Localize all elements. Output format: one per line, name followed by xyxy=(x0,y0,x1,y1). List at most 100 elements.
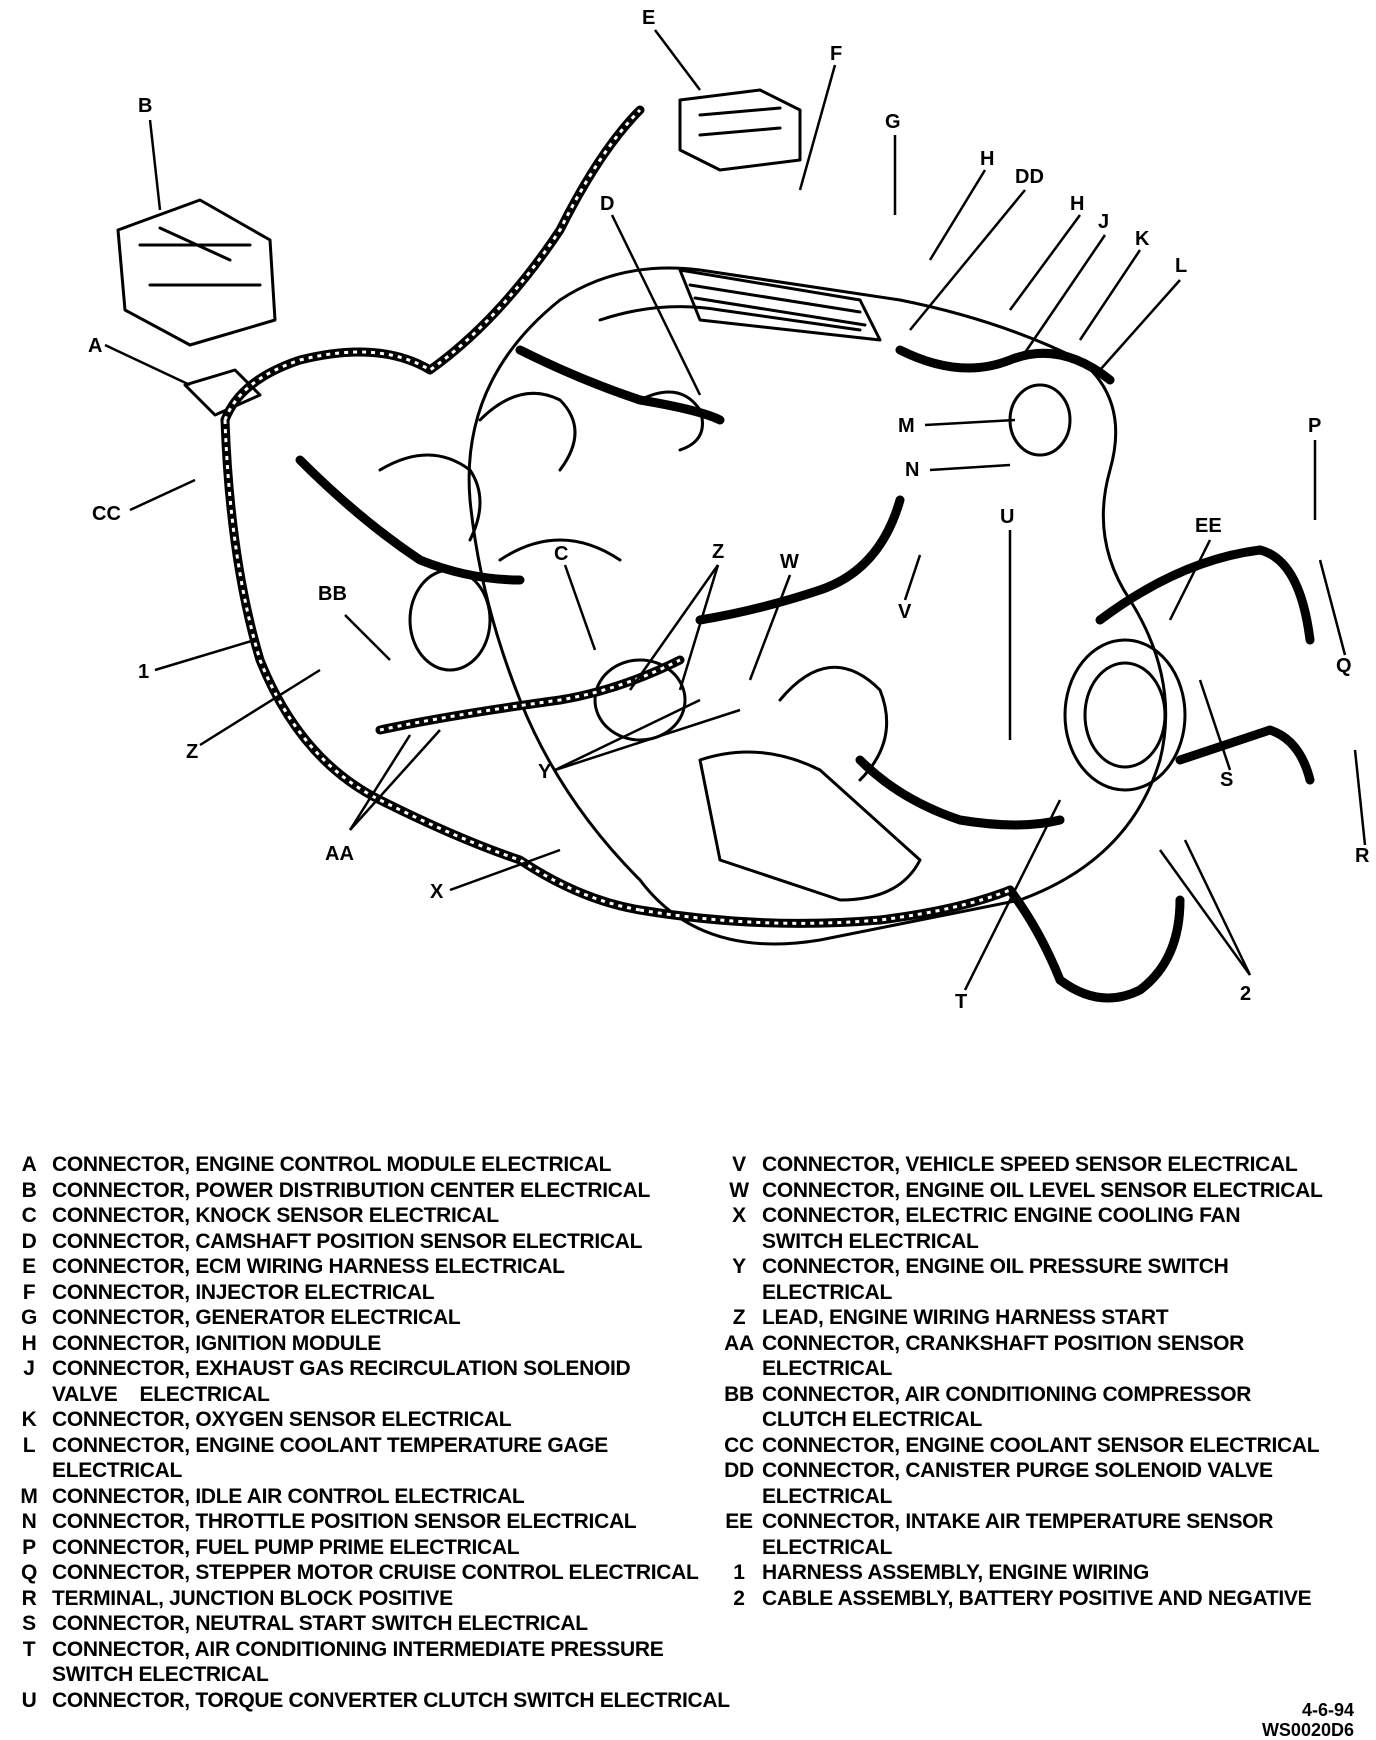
legend-code: B xyxy=(21,1178,37,1202)
callout-1: 1 xyxy=(138,661,149,683)
leader-D xyxy=(610,214,702,396)
leader-Z2a xyxy=(628,564,720,691)
legend-description: CONNECTOR, THROTTLE POSITION SENSOR ELEC… xyxy=(52,1510,637,1533)
legend-description: CONNECTOR, ELECTRIC ENGINE COOLING FAN S… xyxy=(762,1204,1241,1253)
callout-Y: Y xyxy=(538,761,552,783)
legend-description: CONNECTOR, AIR CONDITIONING INTERMEDIATE… xyxy=(52,1637,664,1687)
legend-code: 1 xyxy=(733,1561,745,1584)
leader-Z2b xyxy=(678,564,720,691)
legend-code: U xyxy=(21,1688,37,1712)
legend-description: TERMINAL, JUNCTION BLOCK POSITIVE xyxy=(52,1586,453,1610)
footer-date: 4-6-94 xyxy=(1301,1700,1354,1720)
callout-EE: EE xyxy=(1195,515,1222,537)
callout-T: T xyxy=(955,991,967,1013)
callout-B: B xyxy=(138,95,152,117)
engine-block-outline xyxy=(467,266,1168,946)
legend-code: DD xyxy=(724,1459,754,1482)
legend-code: K xyxy=(21,1408,37,1431)
legend-description: CONNECTOR, ENGINE CONTROL MODULE ELECTRI… xyxy=(52,1153,612,1176)
callout-C: C xyxy=(554,543,568,565)
leader-A xyxy=(104,343,191,387)
legend-description: CONNECTOR, IGNITION MODULE xyxy=(52,1331,381,1355)
callout-BB: BB xyxy=(318,583,347,605)
legend-code: M xyxy=(20,1484,38,1508)
legend-code: BB xyxy=(724,1382,754,1406)
legend-entry: EE CONNECTOR, INTAKE AIR TEMPERATURE SENS… xyxy=(722,1509,1372,1560)
legend-description: CONNECTOR, TORQUE CONVERTER CLUTCH SWITC… xyxy=(52,1688,730,1712)
leader-J xyxy=(1018,234,1107,361)
legend-description: CONNECTOR, CANISTER PURGE SOLENOID VALVE… xyxy=(762,1459,1273,1508)
leader-AA2 xyxy=(349,729,441,831)
ecm-connector xyxy=(183,368,262,417)
leader-W xyxy=(748,574,792,681)
callout-Q: Q xyxy=(1336,655,1352,677)
callout-Z2: Z xyxy=(712,541,724,563)
callout-V: V xyxy=(898,601,912,623)
legend-code: Y xyxy=(732,1255,746,1278)
legend-code: E xyxy=(22,1255,36,1278)
leader-Q xyxy=(1318,559,1347,656)
callout-AA: AA xyxy=(325,843,354,865)
legend-left-column: A CONNECTOR, ENGINE CONTROL MODULE ELECTR… xyxy=(12,1152,732,1713)
legend-code: T xyxy=(22,1637,36,1661)
leader-M xyxy=(924,418,1016,427)
callout-W: W xyxy=(780,551,799,573)
leader-CC xyxy=(129,478,196,512)
legend-entry: P CONNECTOR, FUEL PUMP PRIME ELECTRICAL xyxy=(12,1535,732,1561)
leader-AA1 xyxy=(348,734,412,831)
legend-entry: U CONNECTOR, TORQUE CONVERTER CLUTCH SWIT… xyxy=(12,1688,732,1714)
leader-H2 xyxy=(1008,214,1082,311)
legend-description: CONNECTOR, INJECTOR ELECTRICAL xyxy=(52,1280,435,1304)
legend-description: CONNECTOR, FUEL PUMP PRIME ELECTRICAL xyxy=(52,1535,520,1559)
legend-code: D xyxy=(21,1229,37,1253)
leader-DD xyxy=(909,189,1026,331)
callout-M: M xyxy=(898,415,915,437)
leader-Z1 xyxy=(199,668,321,747)
callout-Z1: Z xyxy=(186,741,198,763)
callout-DD: DD xyxy=(1015,166,1044,188)
legend-code: P xyxy=(22,1535,36,1559)
leader-E xyxy=(654,29,701,91)
legend-description: CONNECTOR, INTAKE AIR TEMPERATURE SENSOR… xyxy=(762,1510,1274,1559)
legend-entry: T CONNECTOR, AIR CONDITIONING INTERMEDIAT… xyxy=(12,1637,732,1688)
callout-CC: CC xyxy=(92,503,121,525)
leader-F xyxy=(798,64,837,191)
legend-code: 2 xyxy=(733,1586,745,1610)
legend-description: CONNECTOR, ENGINE COOLANT TEMPERATURE GA… xyxy=(52,1433,608,1483)
leader-H1 xyxy=(928,169,987,261)
callout-K: K xyxy=(1135,228,1150,250)
leader-2a xyxy=(1158,849,1252,976)
legend-description: CONNECTOR, POWER DISTRIBUTION CENTER ELE… xyxy=(52,1178,651,1202)
legend-entry: B CONNECTOR, POWER DISTRIBUTION CENTER EL… xyxy=(12,1178,732,1204)
engine-wiring-harness-diagram: A B C D E F G H DD H J K L M N P Q R S T… xyxy=(88,7,1370,1013)
legend-description: LEAD, ENGINE WIRING HARNESS START xyxy=(762,1306,1169,1329)
leader-C xyxy=(563,564,597,651)
leader-S xyxy=(1198,679,1232,771)
callout-N: N xyxy=(905,459,919,481)
callout-E: E xyxy=(642,7,655,29)
legend-code: J xyxy=(23,1357,35,1380)
legend-entry: DD CONNECTOR, CANISTER PURGE SOLENOID VAL… xyxy=(722,1458,1372,1509)
leader-1 xyxy=(154,638,256,672)
legend-code: A xyxy=(21,1153,37,1176)
legend-code: V xyxy=(732,1153,746,1176)
legend-code: EE xyxy=(725,1510,753,1533)
